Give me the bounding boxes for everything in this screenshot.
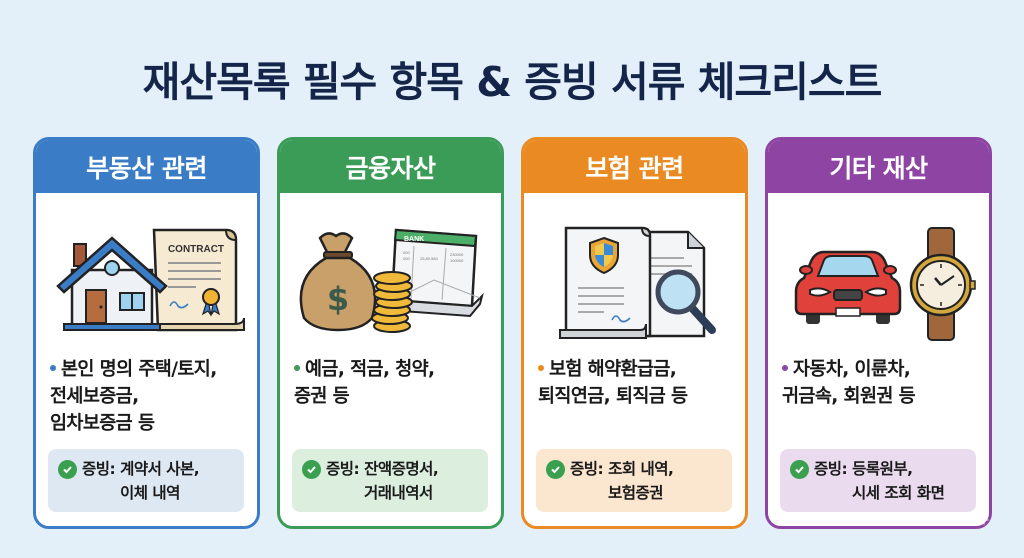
item-line: 증권 등 [294,386,350,407]
bullet-icon [538,365,544,371]
svg-text:100000: 100000 [450,258,464,263]
item-line: 전세보증금, [50,386,139,407]
card-insurance: 보험 관련 보험 해약환급금, 퇴직연금, 퇴직금 [521,137,748,529]
page-title: 재산목록 필수 항목 & 증빙 서류 체크리스트 [142,58,883,106]
card-financial-assets: 금융자산 BANK 000 000 25,80,580 230000 10000… [277,137,504,529]
sparkle-icon [978,514,990,526]
house-contract-icon: CONTRACT [36,208,257,343]
check-circle-icon [546,459,565,479]
card-header: 부동산 관련 [36,140,257,193]
bullet-icon [782,365,788,371]
item-line: 임차보증금 등 [50,413,155,434]
item-line: 퇴직연금, 퇴직금 등 [538,386,688,407]
evidence-text: 증빙: 계약서 사본, [82,460,200,478]
svg-text:000: 000 [403,250,410,255]
svg-text:230000: 230000 [450,252,464,257]
card-real-estate: 부동산 관련 CONTRACT 본인 명의 주택 [33,137,260,529]
card-header: 금융자산 [280,140,501,193]
item-line: 보험 해약환급금, [549,359,677,380]
evidence-text: 증빙: 조회 내역, [570,460,674,478]
svg-text:25,80,580: 25,80,580 [420,256,439,261]
check-circle-icon [58,459,77,479]
svg-text:CONTRACT: CONTRACT [168,244,224,255]
items-list: 보험 해약환급금, 퇴직연금, 퇴직금 등 [538,356,738,410]
evidence-box: 증빙: 등록원부, 시세 조회 화면 [780,449,976,512]
evidence-text: 증빙: 잔액증명서, [326,460,439,478]
card-other-assets: 기타 재산 [765,137,992,529]
item-line: 예금, 적금, 청약, [305,359,435,380]
evidence-text: 시세 조회 화면 [852,484,945,502]
car-watch-icon [768,208,989,343]
items-list: 자동차, 이륜차, 귀금속, 회원권 등 [782,356,982,410]
check-circle-icon [302,459,321,479]
insurance-policy-icon [524,208,745,343]
evidence-text: 이체 내역 [120,484,180,502]
evidence-box: 증빙: 계약서 사본, 이체 내역 [48,449,244,512]
svg-text:BANK: BANK [404,236,424,243]
bullet-icon [50,365,56,371]
item-line: 자동차, 이륜차, [793,359,911,380]
money-bag-bankbook-icon: BANK 000 000 25,80,580 230000 100000 $ [280,208,501,343]
evidence-box: 증빙: 잔액증명서, 거래내역서 [292,449,488,512]
evidence-box: 증빙: 조회 내역, 보험증권 [536,449,732,512]
items-list: 본인 명의 주택/토지, 전세보증금, 임차보증금 등 [50,356,250,437]
item-line: 본인 명의 주택/토지, [61,359,217,380]
check-circle-icon [790,459,809,479]
svg-text:000: 000 [403,256,410,261]
bullet-icon [294,365,300,371]
svg-text:$: $ [327,280,349,318]
items-list: 예금, 적금, 청약, 증권 등 [294,356,494,410]
evidence-text: 증빙: 등록원부, [814,460,913,478]
card-header: 보험 관련 [524,140,745,193]
item-line: 귀금속, 회원권 등 [782,386,916,407]
card-header: 기타 재산 [768,140,989,193]
evidence-text: 보험증권 [608,484,664,502]
evidence-text: 거래내역서 [364,484,433,502]
